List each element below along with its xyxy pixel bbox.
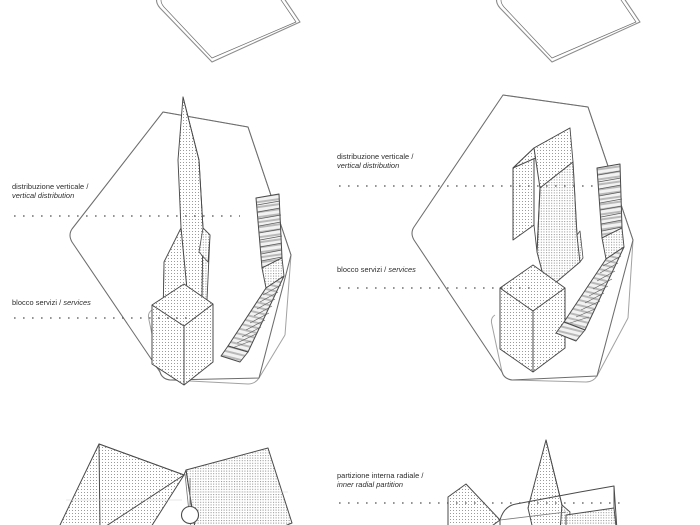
services-block-right <box>499 264 566 373</box>
vertical-distribution-volume-right <box>512 127 584 291</box>
panel-top-right-site-outline <box>495 0 641 63</box>
panel-bottom-right-diagram <box>447 439 618 525</box>
annotation-services-left: blocco servizi / services <box>12 298 91 307</box>
annotation-english-text: vertical distribution <box>12 191 75 201</box>
annotation-italian-text: blocco servizi / <box>337 265 389 274</box>
annotation-italian-text: distribuzione verticale / <box>12 182 89 191</box>
annotation-italian-text: partizione interna radiale / <box>337 471 424 480</box>
staircase-right <box>555 163 625 342</box>
staircase-left <box>220 193 285 363</box>
annotation-italian-text: distribuzione verticale / <box>337 152 414 161</box>
panel-mid-left-diagram <box>69 96 292 386</box>
panel-mid-right-diagram <box>411 94 634 383</box>
panel-top-left-site-outline <box>155 0 301 63</box>
services-block-left <box>151 283 214 386</box>
annotation-english-text: services <box>388 265 416 274</box>
annotation-english-text: services <box>63 298 91 307</box>
leader-lines <box>14 185 620 504</box>
annotation-inner-radial-partition-right: partizione interna radiale / inner radia… <box>337 471 423 490</box>
panel-bottom-left-diagram <box>59 443 293 525</box>
annotation-english-text: vertical distribution <box>337 161 400 171</box>
annotation-vertical-distribution-left: distribuzione verticale / vertical distr… <box>12 182 88 201</box>
annotation-services-right: blocco servizi / services <box>337 265 416 274</box>
annotation-english-text: inner radial partition <box>337 480 404 490</box>
annotation-italian-text: blocco servizi / <box>12 298 64 307</box>
annotation-vertical-distribution-right: distribuzione verticale / vertical distr… <box>337 152 413 171</box>
